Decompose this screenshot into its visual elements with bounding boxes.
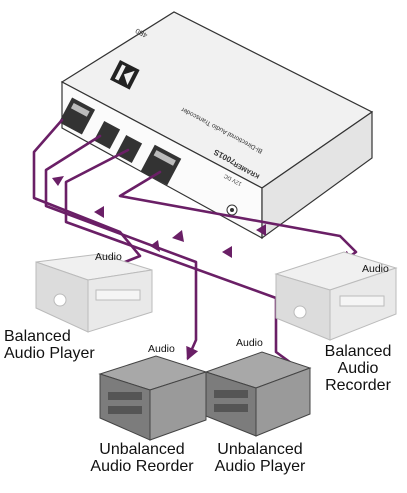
unbalanced-audio-recorder-label: Unbalanced Audio Reorder [90, 441, 194, 475]
kramer-logo [110, 59, 140, 90]
terminal-block-3 [115, 135, 143, 163]
terminal-block-2 [93, 121, 121, 149]
cable-unbalanced-recorder [44, 134, 199, 361]
cable-balanced-player [32, 118, 142, 275]
transcoder-unit: 4B0 Bi-Directional Audio Transcoder KRAM… [58, 11, 374, 240]
balanced-audio-recorder-label: Balanced Audio Recorder [324, 343, 392, 394]
balanced-audio-player-device [35, 253, 153, 333]
terminal-block-4 [140, 144, 182, 186]
unbalanced-audio-player-device [204, 351, 312, 437]
audio-label-unbalanced-recorder: Audio [148, 343, 175, 355]
balanced-audio-player-label: Balanced Audio Player [4, 328, 95, 362]
balanced-audio-recorder-device [274, 251, 398, 341]
unbalanced-audio-player-label: Unbalanced Audio Player [214, 441, 306, 475]
audio-label-balanced-recorder: Audio [362, 263, 389, 275]
cable-arrows [52, 176, 266, 258]
audio-label-unbalanced-player: Audio [236, 337, 263, 349]
unbalanced-audio-recorder-device [98, 355, 208, 441]
audio-label-balanced-player: Audio [95, 251, 122, 263]
terminal-block-1 [58, 97, 96, 135]
